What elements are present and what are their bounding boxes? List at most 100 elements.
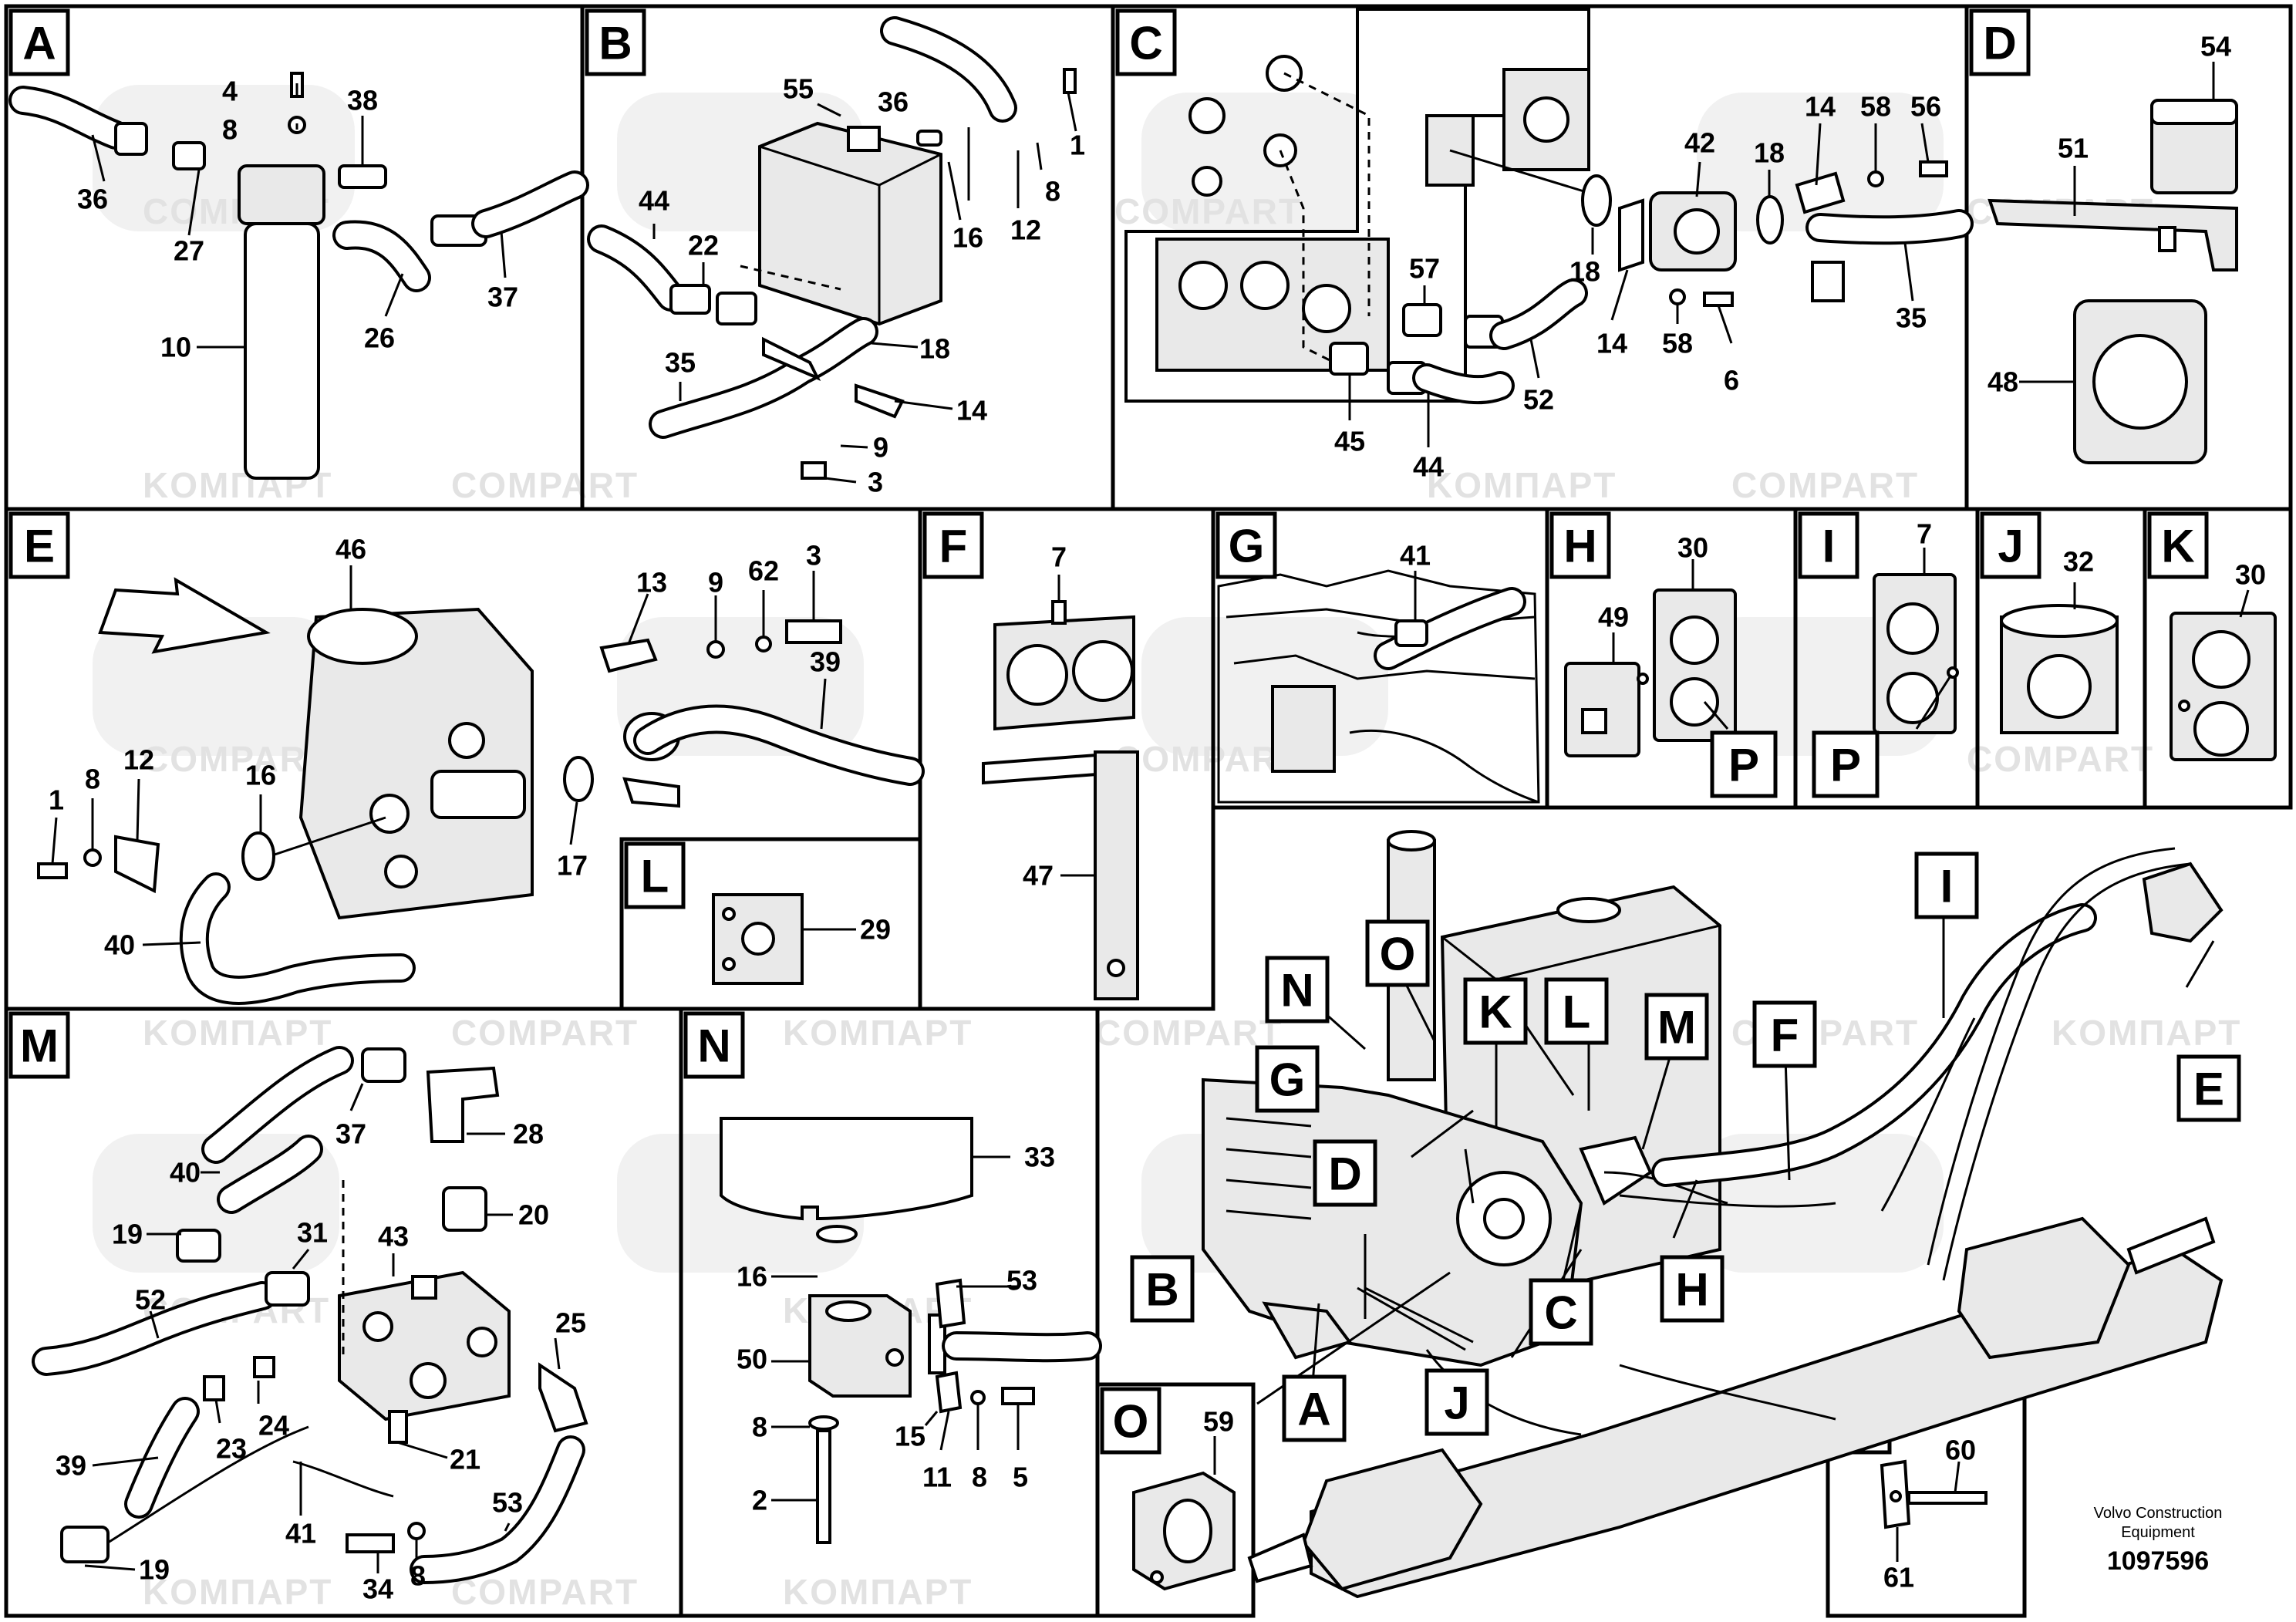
callout-i-text: I — [1940, 861, 1954, 912]
sensor-38 — [338, 164, 387, 189]
clamp-12-e — [114, 835, 160, 894]
label-28: 28 — [513, 1118, 544, 1150]
tag-l: L — [624, 841, 686, 909]
label-12: 12 — [1010, 214, 1041, 246]
panel-m-drawing: 37 28 40 20 19 31 43 52 25 24 23 39 21 4… — [32, 1046, 588, 1605]
oring-18 — [1581, 174, 1612, 227]
tube-41 — [292, 1460, 394, 1498]
tag-d: D — [1969, 8, 2031, 76]
tag-f: F — [922, 511, 984, 579]
oring-17 — [563, 756, 594, 802]
callout-f-text: F — [1771, 1010, 1799, 1061]
tag-h: H — [1549, 511, 1611, 579]
callout-o-text: O — [1380, 929, 1416, 980]
tag-o: O — [1100, 1387, 1161, 1455]
label-18b: 18 — [1569, 256, 1600, 288]
label-3: 3 — [868, 467, 883, 498]
label-14: 14 — [1805, 91, 1836, 123]
panel-o-frame — [1095, 1382, 1256, 1618]
panel-p-drawing: 60 61 — [1880, 1435, 1988, 1593]
label-47: 47 — [1023, 860, 1054, 892]
label-3: 3 — [806, 540, 821, 572]
label-17: 17 — [557, 850, 588, 882]
panel-o-drawing: 59 — [1132, 1406, 1236, 1591]
panel-k-frame — [2143, 507, 2293, 810]
label-22: 22 — [688, 230, 719, 261]
label-58: 58 — [1860, 91, 1891, 123]
label-50: 50 — [737, 1344, 767, 1375]
callout-c: C — [1529, 1278, 1593, 1346]
callout-m-text: M — [1657, 1002, 1696, 1054]
label-35: 35 — [1896, 302, 1927, 334]
panel-c-drawing: 14 58 56 42 18 57 18 14 58 6 35 52 45 44 — [1124, 8, 1974, 483]
callout-f: F — [1752, 1000, 1817, 1068]
fitting-41 — [1394, 619, 1428, 647]
label-16: 16 — [952, 222, 983, 254]
panel-n-drawing: 33 16 53 50 8 15 11 8 5 2 — [720, 1117, 1102, 1544]
label-5: 5 — [1013, 1462, 1028, 1493]
label-48: 48 — [1988, 366, 2018, 398]
label-60: 60 — [1945, 1435, 1976, 1466]
plug-24 — [253, 1356, 275, 1378]
label-58b: 58 — [1662, 328, 1693, 359]
panel-n-frame — [679, 1007, 1100, 1618]
footer: Volvo Construction Equipment 1097596 — [2094, 1505, 2223, 1576]
block-50 — [808, 1294, 912, 1398]
tag-e-text: E — [24, 521, 55, 572]
callout-h-text: H — [1675, 1264, 1708, 1316]
label-12: 12 — [123, 744, 154, 776]
valve-46 — [298, 607, 534, 920]
adapter-20 — [442, 1186, 487, 1232]
detail-p-text-h: P — [1728, 740, 1759, 791]
clamp-14a — [762, 336, 821, 381]
tag-k: K — [2147, 511, 2209, 579]
label-40: 40 — [170, 1157, 201, 1189]
tag-m: M — [8, 1011, 70, 1079]
label-42: 42 — [1684, 127, 1715, 159]
label-13: 13 — [636, 567, 667, 599]
label-30: 30 — [2235, 559, 2266, 591]
tag-a-text: A — [22, 18, 56, 69]
label-6: 6 — [1724, 365, 1739, 396]
label-16: 16 — [737, 1261, 767, 1293]
label-23: 23 — [216, 1433, 247, 1465]
label-14b: 14 — [1596, 328, 1627, 359]
tag-k-text: K — [2161, 521, 2194, 572]
oring-16-e — [241, 831, 275, 881]
washer-8-n — [808, 1415, 839, 1431]
label-62: 62 — [748, 555, 779, 587]
steering-valve — [2142, 862, 2224, 943]
label-41: 41 — [1400, 540, 1431, 572]
watermark-text: COMPART — [1731, 465, 1919, 505]
direction-arrow — [98, 577, 271, 654]
label-7: 7 — [1917, 518, 1932, 550]
clamp-14c — [1618, 198, 1644, 272]
callout-o: O — [1365, 919, 1430, 987]
screw-5 — [1001, 1387, 1035, 1405]
label-34: 34 — [362, 1573, 393, 1605]
label-2: 2 — [752, 1485, 767, 1516]
fitting-23 — [203, 1375, 225, 1401]
label-21: 21 — [450, 1444, 480, 1475]
callout-d: D — [1313, 1139, 1377, 1207]
tag-m-text: M — [20, 1020, 59, 1072]
callout-d-text: D — [1328, 1148, 1361, 1200]
callout-l-text: L — [1563, 986, 1591, 1038]
label-53: 53 — [1006, 1265, 1037, 1297]
tag-d-text: D — [1983, 18, 2016, 69]
tag-g-text: G — [1229, 521, 1265, 572]
callout-a-text: A — [1297, 1384, 1330, 1435]
detail-p-text-i: P — [1830, 740, 1861, 791]
elbow-19b — [60, 1526, 110, 1563]
label-36: 36 — [878, 86, 909, 118]
tag-i-text: I — [1822, 521, 1836, 572]
label-37: 37 — [335, 1118, 366, 1150]
label-35: 35 — [665, 347, 696, 379]
label-31: 31 — [297, 1217, 328, 1249]
watermark-text: KOMПAPT — [143, 1013, 332, 1053]
screw-1-e — [37, 862, 68, 879]
label-10: 10 — [160, 332, 191, 363]
label-49: 49 — [1598, 602, 1629, 633]
label-29: 29 — [860, 914, 891, 946]
label-1: 1 — [1070, 130, 1085, 161]
